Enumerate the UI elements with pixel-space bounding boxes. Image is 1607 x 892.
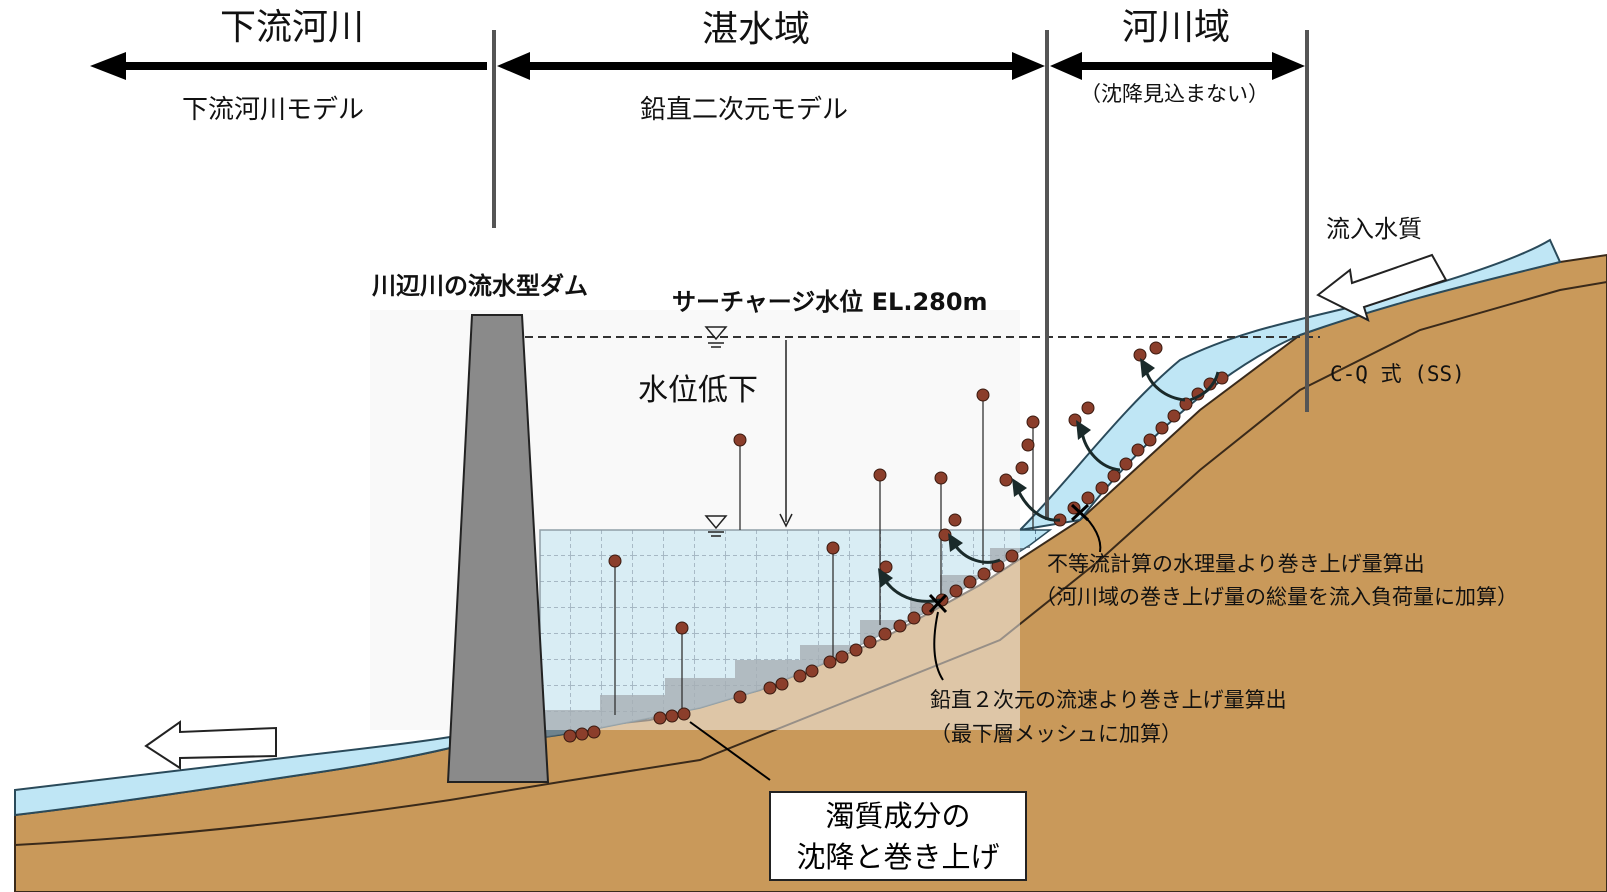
zone-title-downstream: 下流河川 (220, 7, 365, 48)
outflow-arrow-icon (144, 720, 277, 770)
surcharge-level-label: サーチャージ水位 EL.280m (672, 288, 988, 316)
inflow-arrow-icon (1316, 253, 1448, 322)
reservoir-annotation-pointer (933, 611, 944, 681)
level-drop-label: 水位低下 (638, 373, 758, 408)
callout-pointer (689, 721, 771, 781)
resuspension-arrowheads (878, 358, 1155, 588)
callout-line1: 濁質成分の (825, 799, 971, 833)
zone-arrow-reservoir (497, 52, 1045, 80)
resuspension-arrows (883, 369, 1220, 603)
callout-line2: 沈降と巻き上げ (796, 840, 1000, 874)
upstream-river-water (1017, 238, 1562, 532)
zone-arrow-downstream (90, 52, 487, 80)
river-resuspension-line1: 不等流計算の水理量より巻き上げ量算出 (1047, 552, 1425, 576)
river-resuspension-line2: （河川域の巻き上げ量の総量を流入負荷量に加算） (1035, 585, 1518, 609)
zone-note-river: （沈降見込まない） (1080, 82, 1269, 106)
zone-title-river: 河川域 (1122, 7, 1231, 48)
reservoir-resuspension-line1: 鉛直２次元の流速より巻き上げ量算出 (930, 688, 1287, 712)
inflow-quality-label: 流入水質 (1326, 215, 1422, 243)
dam-body (446, 314, 550, 783)
zone-model-downstream: 下流河川モデル (182, 95, 365, 125)
river-annotation-pointer (1079, 511, 1102, 553)
cq-formula-label: C-Q 式 (SS) (1330, 362, 1465, 386)
water-level-triangle-icon (704, 515, 728, 537)
dam-name-label: 川辺川の流水型ダム (372, 272, 588, 300)
zone-arrow-river (1050, 52, 1305, 80)
water-level-triangle-icon (704, 326, 728, 348)
reservoir-resuspension-line2: （最下層メッシュに加算） (930, 722, 1182, 746)
zone-model-reservoir: 鉛直二次元モデル (640, 95, 849, 125)
settling-resuspension-callout: 濁質成分の 沈降と巻き上げ (769, 791, 1027, 881)
particle-dots (608, 341, 1163, 635)
zone-title-reservoir: 湛水域 (702, 9, 811, 50)
ground-lower-band (14, 281, 1607, 846)
level-drop-arrowhead (779, 513, 793, 528)
